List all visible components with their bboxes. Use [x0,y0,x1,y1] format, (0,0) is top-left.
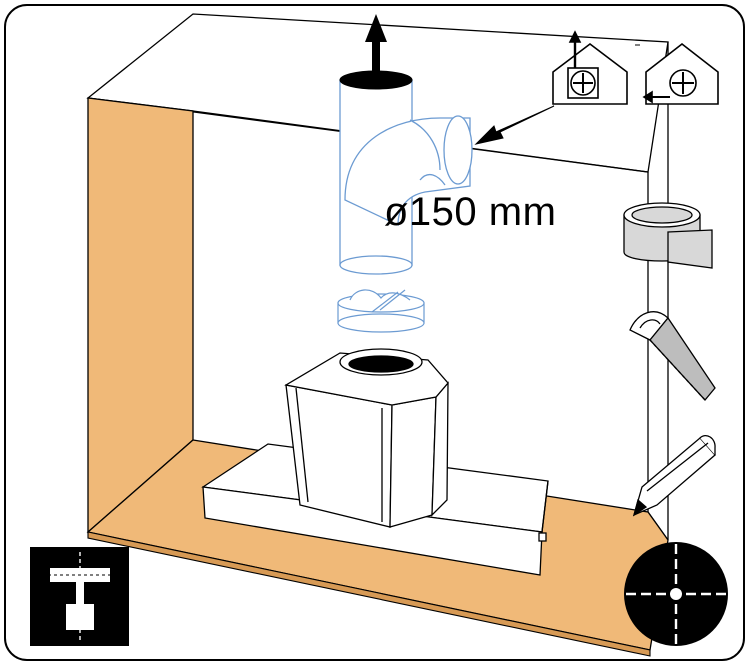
cooker-hood [201,348,549,576]
duct-diameter-label: ø150 mm [384,190,557,234]
airflow-up-arrow [365,14,387,80]
saw-icon [629,311,716,401]
cutting-template-icon [30,547,129,646]
recirculation-mode-icon [635,42,719,105]
tape-roll-icon [623,202,713,269]
non-return-valve [337,289,425,333]
pointer-arrow [474,105,555,145]
drill-center-target-icon [624,542,728,646]
extraction-mode-icon [552,30,628,105]
pencil-icon [632,434,716,517]
exhaust-duct [339,79,473,275]
